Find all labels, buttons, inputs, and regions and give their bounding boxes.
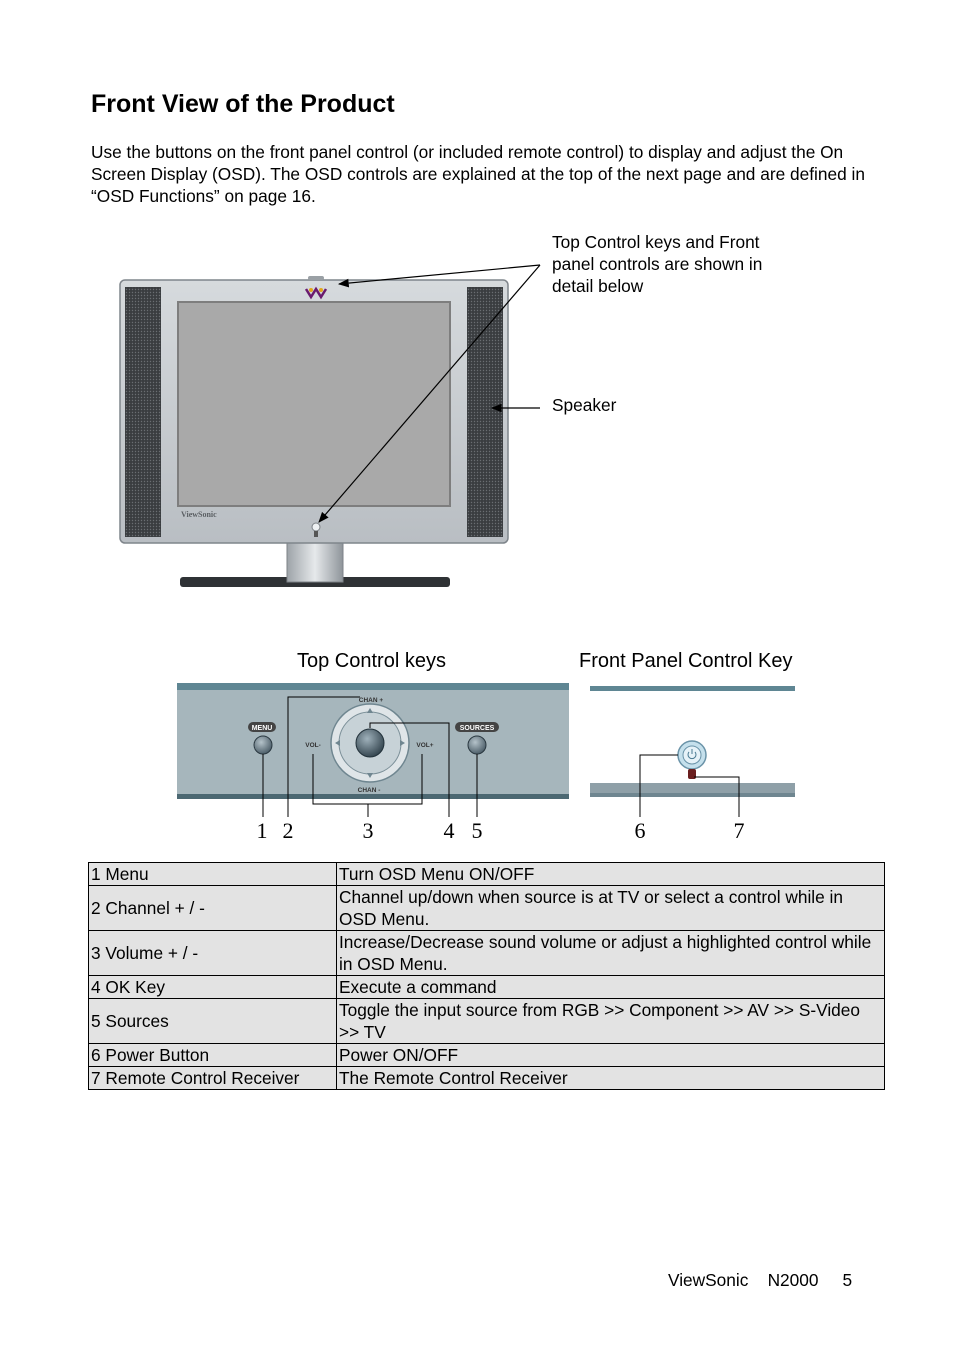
top-control-keys-panel: MENU SOURCES CHAN + CHAN - VOL- VOL+ 1 2… (177, 683, 569, 845)
control-name-cell: 1 Menu (88, 862, 337, 886)
viewsonic-logo-icon (304, 286, 328, 300)
control-description-cell: The Remote Control Receiver (336, 1066, 885, 1090)
power-icon (687, 749, 697, 760)
control-name-cell: 2 Channel + / - (88, 885, 337, 931)
control-name-cell: 4 OK Key (88, 975, 337, 999)
front-panel-key-panel: 6 7 (590, 686, 795, 843)
menu-key-label: MENU (252, 725, 273, 732)
channel-up-arrow-icon[interactable] (367, 708, 373, 713)
page-title: Front View of the Product (91, 90, 395, 118)
intro-paragraph: Use the buttons on the front panel contr… (91, 142, 865, 206)
ok-key-button[interactable] (355, 728, 385, 758)
top-control-keys-label: Top Control keys (297, 650, 446, 672)
vol-plus-label: VOL+ (416, 742, 433, 749)
vol-minus-label: VOL- (305, 742, 321, 749)
power-button[interactable] (682, 745, 702, 765)
callout-top-controls: Top Control keys and Front panel control… (552, 232, 763, 296)
front-panel-key-label: Front Panel Control Key (579, 650, 793, 672)
control-description-cell: Increase/Decrease sound volume or adjust… (336, 930, 885, 976)
callout-number-7: 7 (734, 818, 745, 843)
callout-number-4: 4 (444, 818, 455, 843)
channel-down-arrow-icon[interactable] (367, 773, 373, 778)
callout-number-1: 1 (257, 818, 268, 843)
callout-speaker: Speaker (552, 395, 617, 415)
chan-minus-label: CHAN - (358, 787, 381, 794)
menu-button[interactable] (253, 735, 273, 755)
left-speaker (125, 287, 161, 537)
table-row: 3 Volume + / -Increase/Decrease sound vo… (88, 930, 885, 976)
top-control-keys-icon (308, 276, 324, 280)
volume-up-arrow-icon[interactable] (400, 740, 405, 746)
sources-key-label: SOURCES (460, 725, 495, 732)
callout-number-6: 6 (635, 818, 646, 843)
sources-button[interactable] (467, 735, 487, 755)
control-description-cell: Power ON/OFF (336, 1043, 885, 1067)
page-footer: ViewSonic N2000 5 (668, 1270, 853, 1290)
control-description-cell: Execute a command (336, 975, 885, 999)
monitor-screen (177, 301, 451, 507)
control-name-cell: 7 Remote Control Receiver (88, 1066, 337, 1090)
volume-down-arrow-icon[interactable] (335, 740, 340, 746)
control-name-cell: 6 Power Button (88, 1043, 337, 1067)
callout-number-5: 5 (472, 818, 483, 843)
remote-receiver-icon (314, 531, 318, 537)
callout-number-3: 3 (363, 818, 374, 843)
chan-plus-label: CHAN + (359, 697, 384, 704)
table-row: 2 Channel + / -Channel up/down when sour… (88, 885, 885, 931)
control-description-cell: Channel up/down when source is at TV or … (336, 885, 885, 931)
control-name-cell: 5 Sources (88, 998, 337, 1044)
control-description-cell: Turn OSD Menu ON/OFF (336, 862, 885, 886)
callout-lines (318, 264, 541, 523)
monitor-illustration: ViewSonic (119, 276, 509, 587)
control-name-cell: 3 Volume + / - (88, 930, 337, 976)
callout-number-2: 2 (283, 818, 294, 843)
bezel-brand: ViewSonic (181, 510, 217, 519)
control-description-cell: Toggle the input source from RGB >> Comp… (336, 998, 885, 1044)
